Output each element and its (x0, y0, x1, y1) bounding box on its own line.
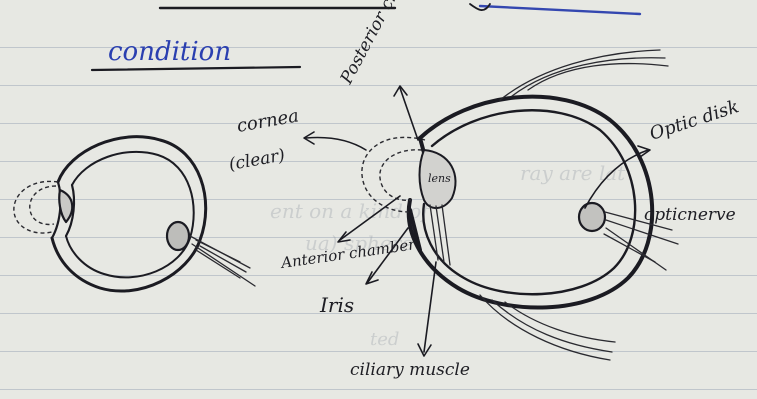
top-edge-marks (160, 4, 640, 14)
cornea-label: cornea (235, 105, 300, 137)
annotation-optic-nerve: opticnerve (644, 205, 736, 225)
right-eye-icon: lens (362, 50, 678, 360)
heading-text: condition (108, 37, 231, 67)
lens-label: lens (428, 172, 451, 185)
iris-label: Iris (319, 293, 354, 317)
posterior-chamber-label: Posterior chamber (336, 0, 430, 88)
ciliary-muscle-label: ciliary muscle (350, 360, 470, 380)
heading-underline (92, 67, 300, 70)
svg-text:ted: ted (370, 329, 399, 350)
optic-disk-label: Optic disk (647, 96, 741, 145)
annotation-optic-disk: Optic disk (585, 96, 742, 208)
annotation-posterior-chamber: Posterior chamber (336, 0, 430, 140)
optic-nerve-label: opticnerve (644, 205, 736, 225)
cornea-note-label: (clear) (227, 145, 286, 175)
annotation-cornea: cornea (clear) (227, 105, 366, 175)
left-eye-icon (14, 137, 255, 291)
